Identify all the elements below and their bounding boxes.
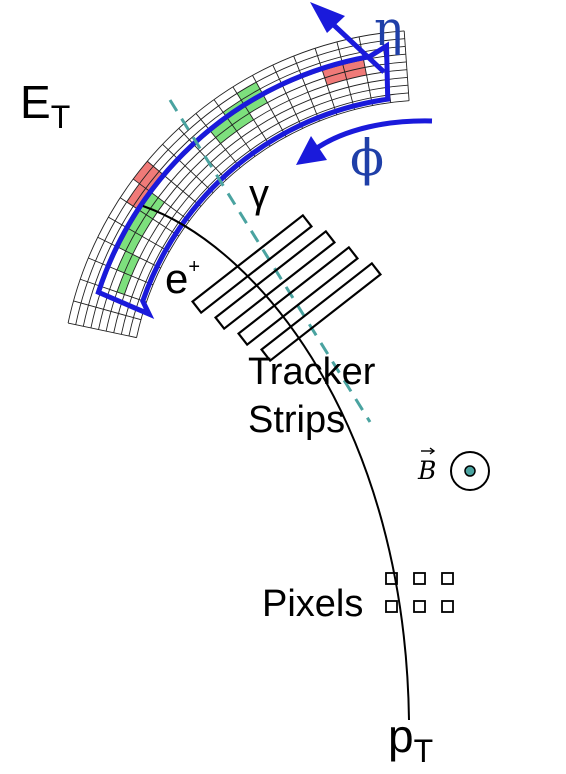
calorimeter-hit-green (215, 124, 237, 144)
grid-radial (293, 55, 320, 122)
pixels-label: Pixels (262, 583, 363, 625)
grid-radial (178, 128, 227, 181)
pixel-cell (413, 600, 426, 613)
grid-radial (97, 236, 161, 269)
grid-radial (252, 75, 287, 137)
positron-label: e+ (165, 255, 200, 302)
calorimeter-hit-red (344, 67, 367, 80)
grid-radial (314, 48, 338, 115)
grid-radial (336, 41, 355, 110)
grid-radial (132, 178, 190, 222)
tracker-label: Tracker Strips (248, 351, 386, 441)
calorimeter-hit-green (139, 192, 159, 215)
calorimeter-hit-red (342, 59, 366, 73)
eta-label: η (374, 1, 403, 57)
pixel-detectors (385, 572, 454, 613)
pixel-cell (441, 600, 454, 613)
calorimeter-hit-green (146, 197, 165, 219)
grid-arc (82, 45, 406, 327)
tracker-strip (259, 261, 383, 363)
grid-radial (213, 99, 256, 157)
calorimeter-hit-green (124, 254, 140, 276)
tracker-strip (213, 229, 337, 331)
grid-radial (162, 143, 214, 194)
grid-arc (67, 30, 405, 324)
bfield-letter: B (417, 456, 436, 485)
gamma-label: γ (249, 172, 269, 216)
pt-label: pT (388, 710, 433, 769)
grid-arc (136, 100, 410, 338)
tracker-strips (190, 213, 383, 363)
calorimeter-hit-green (117, 250, 133, 273)
eta-arrow (310, 2, 386, 74)
phi-arrow (296, 118, 433, 165)
tracker-strip (190, 213, 314, 315)
pixel-cell (441, 572, 454, 585)
grid-radial (119, 197, 180, 237)
calorimeter-hit-red (133, 161, 154, 184)
calorimeter-hit-red (322, 64, 345, 78)
calorimeter-hit-green (245, 95, 268, 114)
calorimeter-hit-green (210, 118, 233, 138)
pixel-cell (385, 600, 398, 613)
grid-radial (67, 322, 137, 339)
calorimeter-hit-green (232, 113, 254, 132)
calorimeter-hit-red (139, 166, 160, 189)
calorimeter-hit-red (324, 72, 347, 86)
calorimeter-grid (67, 30, 410, 339)
grid-radial (232, 86, 271, 147)
calorimeter-hit-red (126, 183, 146, 207)
grid-radial (108, 216, 170, 253)
grid-radial (403, 30, 410, 101)
et-label: ET (20, 76, 70, 135)
pixel-cell (385, 572, 398, 585)
calorimeter-hit-green (118, 228, 136, 251)
grid-radial (272, 64, 303, 129)
vector-arrow-icon (421, 447, 436, 455)
photon-track (168, 99, 372, 423)
pixel-cell (413, 572, 426, 585)
grid-radial (147, 160, 202, 207)
grid-arc (75, 38, 405, 325)
grid-radial (80, 278, 147, 303)
grid-radial (195, 113, 241, 168)
calorimeter-hit-green (135, 214, 153, 237)
positron-track (142, 205, 410, 721)
cluster-region-outline (95, 41, 391, 320)
calorimeter-hit-green (237, 82, 260, 101)
bfield-label: B (417, 447, 436, 485)
tracker-strip (236, 245, 360, 347)
phi-label: ϕ (350, 129, 384, 187)
calorimeter-hit-green (227, 106, 250, 125)
circled-dot-icon (450, 451, 490, 491)
grid-radial (73, 300, 142, 321)
calorimeter-hit-green (128, 210, 147, 233)
grid-radial (88, 257, 154, 286)
calorimeter-hit-green (117, 272, 132, 295)
calorimeter-hit-green (125, 232, 143, 255)
